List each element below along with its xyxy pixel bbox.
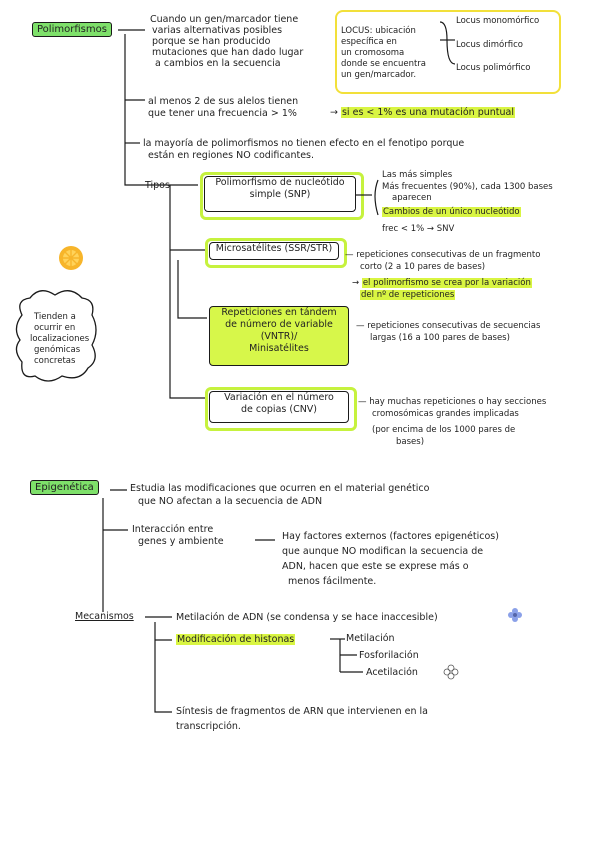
def-line: varias alternativas posibles xyxy=(152,25,283,36)
snp-note: Más frecuentes (90%), cada 1300 bases xyxy=(382,182,553,192)
modificacion-histonas: Modificación de histonas xyxy=(176,634,296,645)
factores-line: Hay factores externos (factores epigenét… xyxy=(282,531,499,542)
tipos-label: Tipos xyxy=(145,180,170,191)
cnv-note: cromosómicas grandes implicadas xyxy=(372,409,519,419)
flower-outline-icon xyxy=(443,664,459,680)
histona-item: Metilación xyxy=(346,633,395,644)
cnv-note: (por encima de los 1000 pares de xyxy=(372,425,516,435)
mutacion-puntual: → si es < 1% es una mutación puntual xyxy=(330,107,515,118)
cnv-box: Variación en el número de copias (CNV) xyxy=(209,391,349,423)
locus-monomorfico: Locus monomórfico xyxy=(456,16,540,26)
cnv-highlight xyxy=(205,387,357,431)
orange-icon xyxy=(59,246,83,270)
sintesis-line: Síntesis de fragmentos de ARN que interv… xyxy=(176,706,428,717)
cnv-note: bases) xyxy=(396,437,425,447)
def-line: a cambios en la secuencia xyxy=(155,58,281,69)
side-note-cloud xyxy=(15,290,97,382)
mayoria-line: la mayoría de polimorfismos no tienen ef… xyxy=(143,138,465,149)
mecanismos-label: Mecanismos xyxy=(75,611,134,622)
estudia-line: Estudia las modificaciones que ocurren e… xyxy=(130,483,430,494)
locus-line: un gen/marcador. xyxy=(341,70,417,80)
locus-line: donde se encuentra xyxy=(341,59,426,69)
str-highlight xyxy=(205,238,347,268)
locus-box xyxy=(335,10,561,94)
side-note-line: genómicas xyxy=(34,345,81,355)
side-note-line: localizaciones xyxy=(30,334,90,344)
side-note-line: ocurrir en xyxy=(34,323,76,333)
histona-item: Fosforilación xyxy=(359,650,419,661)
snp-note: frec < 1% → SNV xyxy=(382,224,455,234)
mayoria-line: están en regiones NO codificantes. xyxy=(148,150,315,161)
vntr-note: — repeticiones consecutivas de secuencia… xyxy=(356,321,541,331)
str-box: Microsatélites (SSR/STR) xyxy=(209,242,339,260)
vntr-box: Repeticiones en tándem de número de vari… xyxy=(209,306,349,366)
frecuencia-line: al menos 2 de sus alelos tienen xyxy=(148,96,299,107)
factores-line: menos fácilmente. xyxy=(288,576,377,587)
cnv-note: — hay muchas repeticiones o hay seccione… xyxy=(358,397,547,407)
factores-line: ADN, hacen que este se exprese más o xyxy=(282,561,469,572)
def-line: Cuando un gen/marcador tiene xyxy=(150,14,299,25)
locus-line: LOCUS: ubicación xyxy=(341,26,416,36)
str-note: corto (2 a 10 pares de bases) xyxy=(360,262,486,272)
interaccion-line: genes y ambiente xyxy=(138,536,224,547)
str-note: del nº de repeticiones xyxy=(360,290,456,300)
side-note-line: concretas xyxy=(34,356,76,366)
str-note: → el polimorfismo se crea por la variaci… xyxy=(352,278,532,288)
snp-note: aparecen xyxy=(392,193,432,203)
side-note-line: Tienden a xyxy=(34,312,76,322)
metilacion-adn: Metilación de ADN (se condensa y se hace… xyxy=(176,612,438,623)
factores-line: que aunque NO modifican la secuencia de xyxy=(282,546,484,557)
locus-line: un cromosoma xyxy=(341,48,405,58)
epigenetica-title: Epigenética xyxy=(30,480,99,495)
def-line: mutaciones que han dado lugar xyxy=(152,47,304,58)
snp-box: Polimorfismo de nucleótido simple (SNP) xyxy=(204,176,356,212)
vntr-note: largas (16 a 100 pares de bases) xyxy=(370,333,510,343)
interaccion-line: Interacción entre xyxy=(132,524,214,535)
sintesis-line: transcripción. xyxy=(176,721,241,732)
histona-item: Acetilación xyxy=(366,667,418,678)
def-line: porque se han producido xyxy=(152,36,271,47)
frecuencia-line: que tener una frecuencia > 1% xyxy=(148,108,297,119)
snp-note: Las más simples xyxy=(382,170,453,180)
polimorfismos-title: Polimorfismos xyxy=(32,22,112,37)
flower-icon xyxy=(508,608,522,622)
locus-line: específica en xyxy=(341,37,397,47)
locus-dimorfico: Locus dimórfico xyxy=(456,40,523,50)
str-note: — repeticiones consecutivas de un fragme… xyxy=(345,250,541,260)
locus-polimorfico: Locus polimórfico xyxy=(456,63,531,73)
snp-note: Cambios de un único nucleótido xyxy=(382,207,521,217)
estudia-line: que NO afectan a la secuencia de ADN xyxy=(138,496,323,507)
